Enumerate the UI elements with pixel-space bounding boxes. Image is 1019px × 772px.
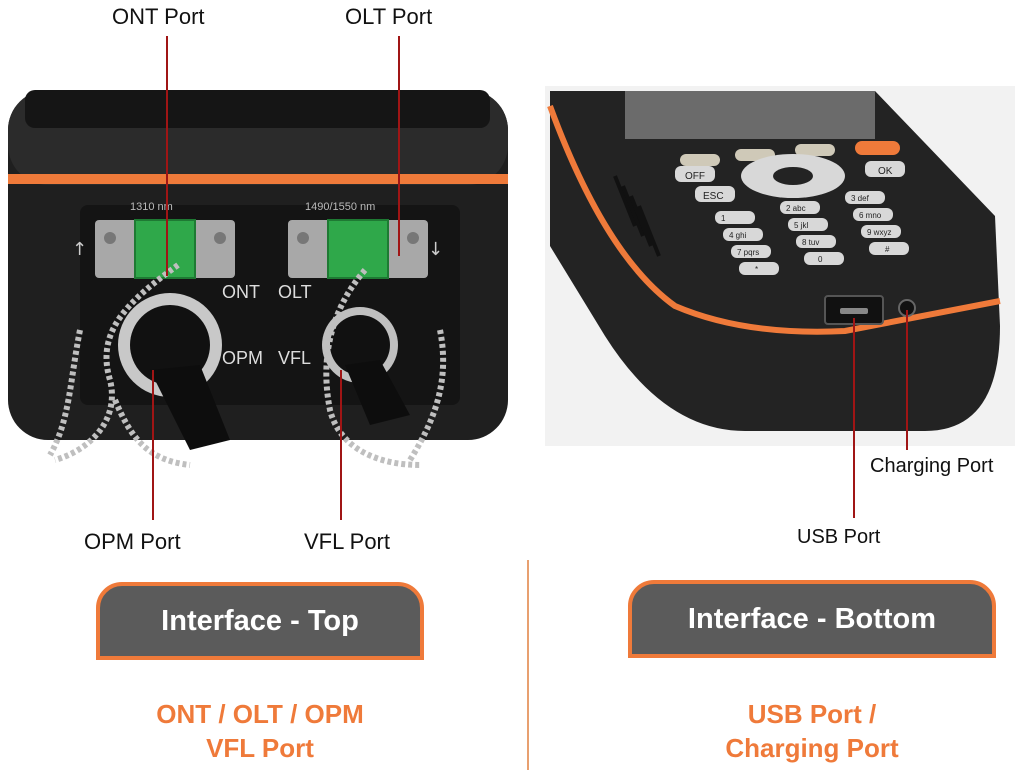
vfl-port-cap	[322, 307, 410, 425]
svg-text:8 tuv: 8 tuv	[802, 238, 819, 247]
bottom-caption: USB Port / Charging Port	[628, 697, 996, 765]
bottom-caption-line2: Charging Port	[725, 733, 899, 763]
olt-callout-line	[398, 36, 400, 256]
svg-text:5 jkl: 5 jkl	[794, 221, 808, 230]
up-arrow-icon: ↑	[72, 239, 87, 260]
device-bottom-photo: OFF OK ESC 1 2 abc 3 def 4 ghi 5 jkl 6 m…	[545, 86, 1015, 446]
top-caption-line1: ONT / OLT / OPM	[156, 699, 364, 729]
top-caption: ONT / OLT / OPM VFL Port	[96, 697, 424, 765]
charging-callout-line	[906, 310, 908, 450]
interface-top-tab: Interface - Top	[96, 582, 424, 660]
chain-far-right	[407, 329, 447, 462]
top-caption-line2: VFL Port	[206, 733, 314, 763]
side-grille	[613, 175, 661, 257]
olt-connector	[288, 219, 428, 279]
svg-text:6 mno: 6 mno	[859, 211, 882, 220]
bottom-caption-line1: USB Port /	[747, 699, 877, 729]
orange-stripe-bottom	[547, 104, 1001, 335]
ok-key	[865, 161, 905, 177]
keypad: 1 2 abc 3 def 4 ghi 5 jkl 6 mno 7 pqrs 8…	[715, 191, 909, 275]
vfl-callout-line	[340, 370, 342, 520]
olt-port-label: OLT Port	[345, 4, 433, 29]
usb-port-label: USB Port	[797, 526, 881, 548]
svg-text:*: *	[755, 265, 758, 274]
interface-bottom-tab: Interface - Bottom	[628, 580, 996, 658]
opm-callout-line	[152, 370, 154, 520]
down-arrow-icon: ↓	[428, 239, 443, 260]
power-button	[855, 141, 900, 155]
svg-text:1: 1	[721, 214, 726, 223]
ont-label: ONT	[222, 282, 260, 302]
opm-label: OPM	[222, 348, 263, 368]
off-key	[675, 166, 715, 182]
section-divider	[527, 560, 529, 770]
svg-text:OK: OK	[878, 166, 893, 177]
svg-text:#: #	[885, 245, 890, 254]
svg-text:OFF: OFF	[685, 171, 705, 182]
usb-callout-line	[853, 318, 855, 518]
svg-text:0: 0	[818, 255, 823, 264]
chain-far-left	[47, 329, 83, 457]
svg-text:7 pqrs: 7 pqrs	[737, 248, 759, 257]
vfl-port-label: VFL Port	[304, 529, 390, 554]
svg-text:3 def: 3 def	[851, 194, 870, 203]
chain-mid-left	[112, 398, 191, 468]
olt-label: OLT	[278, 282, 312, 302]
opm-port-cap	[118, 293, 230, 450]
wave-right-label: 1490/1550 nm	[305, 201, 375, 213]
svg-text:2 abc: 2 abc	[786, 204, 806, 213]
orange-stripe	[8, 174, 508, 184]
vfl-label: VFL	[278, 348, 311, 368]
svg-text:4 ghi: 4 ghi	[729, 231, 747, 240]
esc-key	[695, 186, 735, 202]
ont-callout-line	[166, 36, 168, 276]
opm-port-label: OPM Port	[84, 529, 181, 554]
svg-text:9 wxyz: 9 wxyz	[867, 228, 891, 237]
device-top-photo: 1310 nm 1490/1550 nm ↑ ↓ ONT OLT OPM VFL	[8, 90, 508, 468]
wave-left-label: 1310 nm	[130, 201, 173, 213]
chain-right	[323, 268, 421, 468]
charging-port-label: Charging Port	[870, 455, 994, 477]
device-screen	[625, 91, 875, 139]
ont-connector	[95, 219, 235, 279]
ont-port-label: ONT Port	[112, 4, 205, 29]
svg-text:ESC: ESC	[703, 191, 724, 202]
